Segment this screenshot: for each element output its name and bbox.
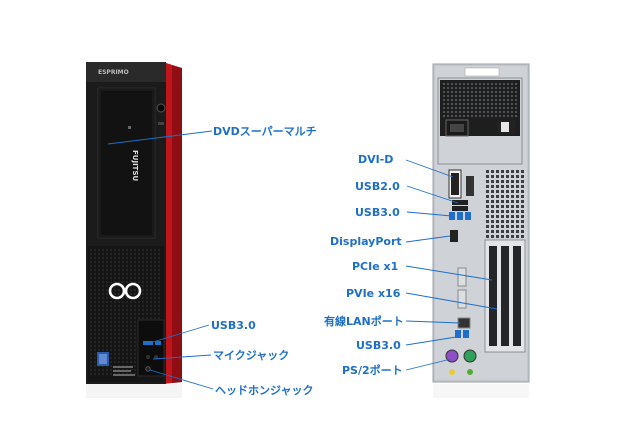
- front-maker-label: FUJITSU: [131, 150, 139, 182]
- label-pcie-x16: PVIe x16: [346, 287, 401, 300]
- label-displayport: DisplayPort: [330, 235, 402, 248]
- label-back-usb30-top: USB3.0: [355, 206, 400, 219]
- label-dvi: DVI-D: [358, 153, 394, 166]
- ps2-mouse: [463, 349, 477, 363]
- usb20-ports: [452, 200, 468, 205]
- front-tower: [86, 62, 182, 384]
- label-front-usb30: USB3.0: [211, 319, 256, 332]
- label-pcie-x1: PCIe x1: [352, 260, 399, 273]
- label-usb20: USB2.0: [355, 180, 400, 193]
- label-dvd: DVDスーパーマルチ: [213, 125, 317, 138]
- power-button: [156, 103, 166, 113]
- label-headphone: ヘッドホンジャック: [215, 384, 314, 397]
- usb30-back-bottom: [455, 330, 461, 338]
- dvd-drive: [97, 87, 156, 239]
- label-back-usb30-bottom: USB3.0: [356, 339, 401, 352]
- displayport: [450, 230, 458, 242]
- label-mic: マイクジャック: [213, 349, 290, 362]
- ps2-keyboard: [445, 349, 459, 363]
- label-lan: 有線LANポート: [324, 315, 404, 328]
- front-brand-label: ESPRIMO: [98, 69, 129, 76]
- back-tower: [432, 63, 530, 383]
- fujitsu-logo-icon: [108, 282, 142, 300]
- expansion-slots: [484, 239, 526, 353]
- callout-lines: [107, 130, 498, 390]
- label-ps2: PS/2ポート: [342, 364, 403, 377]
